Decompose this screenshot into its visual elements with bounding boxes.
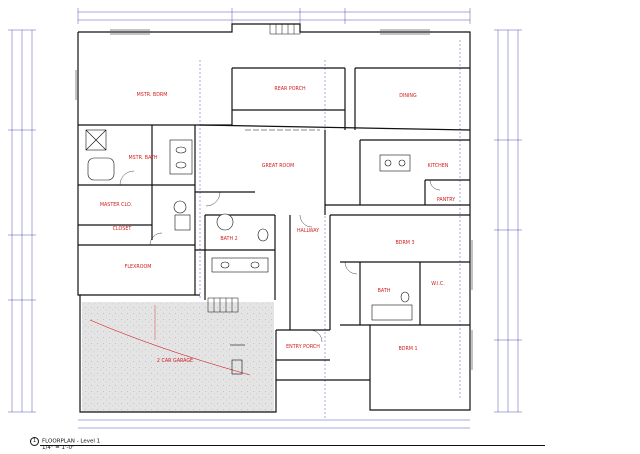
room-label-garage: 2 CAR GARAGE — [157, 358, 193, 364]
drawing-scale: 1/4" = 1'-0" — [42, 445, 75, 451]
room-label-mstr-bdrm: MSTR. BDRM — [137, 92, 168, 98]
garage-annotations — [89, 305, 251, 376]
room-label-wic: W.I.C. — [431, 281, 445, 287]
room-label-kitchen: KITCHEN — [428, 163, 449, 169]
windows — [75, 29, 473, 370]
room-label-rear-porch: REAR PORCH — [274, 86, 306, 92]
walls — [77, 23, 471, 413]
drawing-title: FLOORPLAN - Level 1 — [42, 438, 101, 445]
room-label-bath: BATH — [378, 288, 391, 294]
room-label-dining: DINING — [399, 93, 417, 99]
room-label-closet: CLOSET — [113, 226, 132, 232]
title-underline — [40, 445, 545, 446]
fixtures — [85, 129, 413, 321]
room-label-mstr-bath: MSTR. BATH — [128, 155, 157, 161]
room-label-master-clo: MASTER CLO. — [100, 202, 132, 208]
room-label-hallway: HALLWAY — [297, 228, 319, 234]
garage-slab — [82, 302, 274, 412]
room-label-bdrm1: BDRM 1 — [398, 346, 417, 352]
room-label-bdrm3: BDRM 3 — [395, 240, 414, 246]
room-label-bath2: BATH 2 — [220, 236, 237, 242]
room-label-great-room: GREAT ROOM — [262, 163, 294, 169]
stairs — [207, 23, 301, 313]
view-number-badge: 1 — [30, 437, 39, 446]
dimension-lines — [8, 8, 522, 429]
door-swings — [119, 170, 441, 343]
room-label-pantry: PANTRY — [437, 197, 455, 203]
room-label-flexroom: FLEXROOM — [125, 264, 152, 270]
room-label-entry-porch: ENTRY PORCH — [286, 344, 320, 350]
